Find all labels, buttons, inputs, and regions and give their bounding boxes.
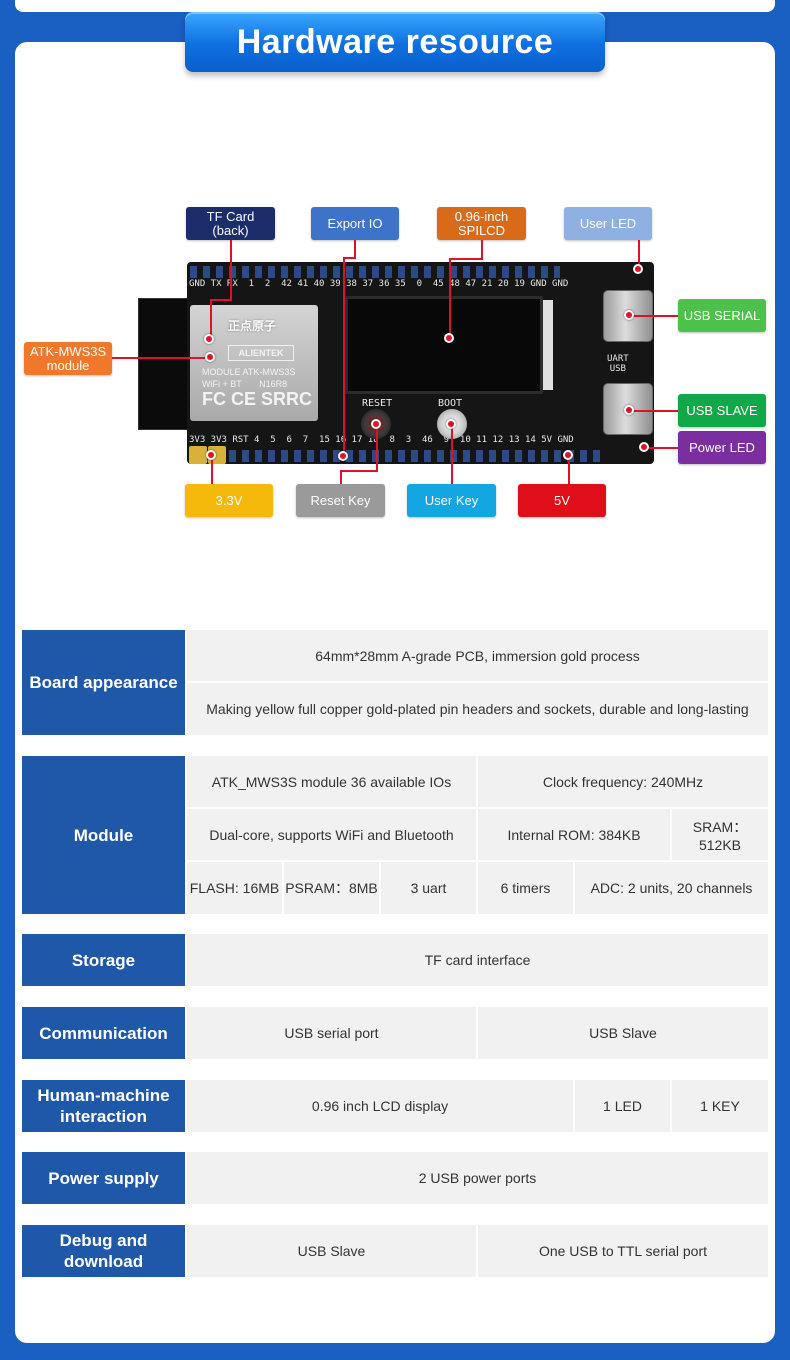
spec-cell: PSRAM：8MB [284,862,379,914]
leader-reset-key-v2 [340,470,342,484]
top-strip [15,0,775,12]
spec-cell: USB serial port [187,1007,476,1059]
leader-user-key [451,424,453,484]
callout-3v3: 3.3V [185,484,273,517]
reset-silk: RESET [362,398,393,409]
module-model: MODULE ATK-MWS3S [202,367,296,377]
marker-usb-slave [624,405,634,415]
spec-communication: Communication USB serial port USB Slave [22,1007,768,1059]
spec-debug: Debug and download USB Slave One USB to … [22,1225,768,1277]
leader-5v [568,455,570,484]
spec-label: Power supply [22,1152,185,1204]
module-logo: 正点原子 [228,319,277,333]
callout-atk-module: ATK-MWS3S module [24,342,112,375]
spec-cell: Internal ROM: 384KB [478,809,670,860]
marker-tf-card [204,334,214,344]
boot-silk: BOOT [438,398,463,409]
spec-cell: 2 USB power ports [187,1152,768,1204]
spec-label: Module [22,756,185,914]
spec-cell: 1 KEY [672,1080,768,1132]
leader-spilcd-v2 [449,258,451,338]
marker-5v [563,450,573,460]
spec-board-appearance: Board appearance 64mm*28mm A-grade PCB, … [22,630,768,735]
spec-cell: 1 LED [575,1080,670,1132]
bottom-pin-labels: 3V3 3V3 RST 4 5 6 7 15 16 17 18 8 3 46 9… [189,435,574,445]
callout-spilcd: 0.96-inch SPILCD [437,207,526,240]
lcd-screen [345,296,543,394]
leader-3v3 [211,455,213,484]
spec-cell: One USB to TTL serial port [478,1225,768,1277]
board-diagram: GND TX RX 1 2 42 41 40 39 38 37 36 35 0 … [0,0,790,600]
leader-usb-slave [630,410,678,412]
marker-usb-serial [624,310,634,320]
power-pad-3v3 [189,446,207,464]
spec-cell: 3 uart [381,862,476,914]
spec-module: Module ATK_MWS3S module 36 available IOs… [22,756,768,914]
spec-cell: 64mm*28mm A-grade PCB, immersion gold pr… [187,630,768,681]
spec-cell: Clock frequency: 240MHz [478,756,768,807]
callout-reset-key: Reset Key [296,484,385,517]
leader-power-led [645,447,678,449]
top-pin-header [190,266,560,278]
uart-usb-silk: UART USB [607,354,629,374]
leader-usb-serial [630,315,678,317]
spec-cell: FLASH: 16MB [187,862,282,914]
lcd-flex [543,300,553,390]
marker-3v3 [206,450,216,460]
leader-export-io-v2 [343,257,345,457]
callout-user-led: User LED [564,207,652,240]
leader-reset-key-h [340,470,378,472]
leader-spilcd-h [449,258,483,260]
leader-atk-module [112,357,210,359]
callout-user-key: User Key [407,484,496,517]
spec-cell: 0.96 inch LCD display [187,1080,573,1132]
spec-cell: ATK_MWS3S module 36 available IOs [187,756,476,807]
leader-spilcd [481,240,483,260]
spec-label: Board appearance [22,630,185,735]
leader-tf-card-v2 [210,299,212,339]
callout-usb-serial: USB SERIAL [678,299,766,332]
leader-export-io [354,240,356,258]
callout-export-io: Export IO [311,207,399,240]
module-brand: ALIENTEK [228,345,294,361]
spec-label: Communication [22,1007,185,1059]
module-cert: FC CE SRRC [202,389,313,409]
marker-export-io [338,451,348,461]
spec-cell: SRAM：512KB [672,809,768,860]
top-pin-labels: GND TX RX 1 2 42 41 40 39 38 37 36 35 0 … [189,279,569,289]
bottom-pin-header [190,450,600,462]
spec-cell: 6 timers [478,862,573,914]
spec-cell: Dual-core, supports WiFi and Bluetooth [187,809,476,860]
spec-cell: ADC: 2 units, 20 channels [575,862,768,914]
leader-tf-card [230,240,232,300]
leader-user-led [638,240,640,270]
callout-5v: 5V [518,484,606,517]
module-features: WiFi + BT N16R8 [202,379,288,389]
marker-user-led [633,264,643,274]
marker-atk-module [205,352,215,362]
marker-reset-key [371,419,381,429]
leader-tf-card-h [210,299,232,301]
spec-cell: USB Slave [187,1225,476,1277]
usb-slave-port [603,383,653,435]
callout-tf-card: TF Card (back) [186,207,275,240]
page-title: Hardware resource [185,12,605,72]
spec-storage: Storage TF card interface [22,934,768,986]
spec-label: Human-machine interaction [22,1080,185,1132]
spec-hmi: Human-machine interaction 0.96 inch LCD … [22,1080,768,1132]
spec-cell: TF card interface [187,934,768,986]
tf-card-slot [138,298,190,430]
leader-reset-key [376,424,378,472]
leader-export-io-h [343,257,356,259]
spec-label: Debug and download [22,1225,185,1277]
marker-power-led [639,442,649,452]
spec-cell: Making yellow full copper gold-plated pi… [187,683,768,735]
callout-power-led: Power LED [678,431,766,464]
callout-usb-slave: USB SLAVE [678,394,766,427]
spec-label: Storage [22,934,185,986]
spec-cell: USB Slave [478,1007,768,1059]
spec-power: Power supply 2 USB power ports [22,1152,768,1204]
marker-user-key [446,419,456,429]
marker-spilcd [444,333,454,343]
